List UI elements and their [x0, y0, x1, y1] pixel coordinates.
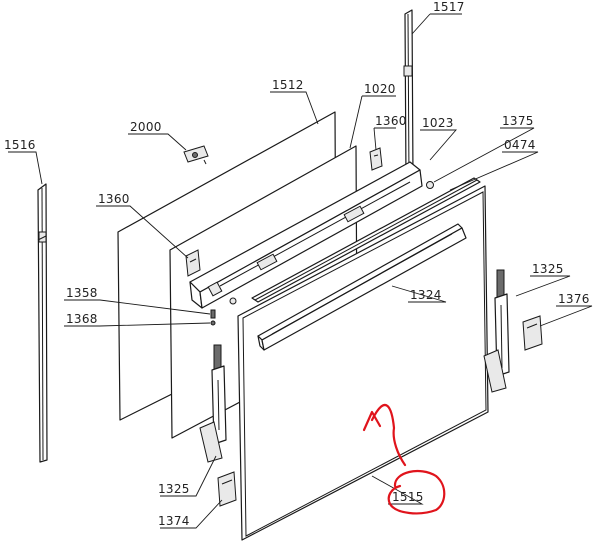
part-1325-hinge-right: [483, 269, 510, 393]
part-1517-side-rail: [403, 9, 414, 183]
part-2000-clip: [183, 145, 209, 165]
callout-0474: 0474: [504, 138, 536, 152]
callout-2000: 2000: [130, 120, 162, 134]
part-1360-clip-upper: [369, 147, 383, 171]
callout-1376: 1376: [558, 292, 590, 306]
highlight-annotation: [362, 404, 446, 515]
callout-1368: 1368: [66, 312, 98, 326]
part-1374-catch: [217, 471, 237, 507]
callout-1515: 1515: [392, 490, 424, 504]
callout-1517: 1517: [433, 0, 465, 14]
callout-1023: 1023: [422, 116, 454, 130]
callout-1516: 1516: [4, 138, 36, 152]
highlight-arrow-head: [362, 410, 382, 432]
callout-1374: 1374: [158, 514, 190, 528]
callout-1360-left: 1360: [98, 192, 130, 206]
callout-1020: 1020: [364, 82, 396, 96]
callout-1358: 1358: [66, 286, 98, 300]
part-1324-profile: [251, 177, 481, 303]
part-1515-front-door: [237, 185, 489, 541]
callout-1512: 1512: [272, 78, 304, 92]
part-1368-fastener: [210, 320, 216, 326]
highlight-circle: [387, 469, 446, 515]
leader-lines: [8, 13, 593, 529]
part-1376-catch: [522, 315, 543, 351]
callout-1375: 1375: [502, 114, 534, 128]
part-1516-side-rail: [37, 183, 48, 463]
part-1023-frame-profile: [189, 161, 423, 309]
highlight-arrow: [370, 404, 407, 467]
part-1325-hinge-left: [199, 344, 227, 463]
callout-1360-upper: 1360: [375, 114, 407, 128]
part-1375-screw: [426, 181, 434, 189]
callout-1325-left: 1325: [158, 482, 190, 496]
callout-1324: 1324: [410, 288, 442, 302]
part-1360-clip-left: [185, 249, 201, 277]
part-1358-fastener: [210, 309, 216, 319]
callout-labels: 1517 1512 1020 2000 1360 1023 1375 0474 …: [4, 0, 590, 528]
callout-1325-right: 1325: [532, 262, 564, 276]
